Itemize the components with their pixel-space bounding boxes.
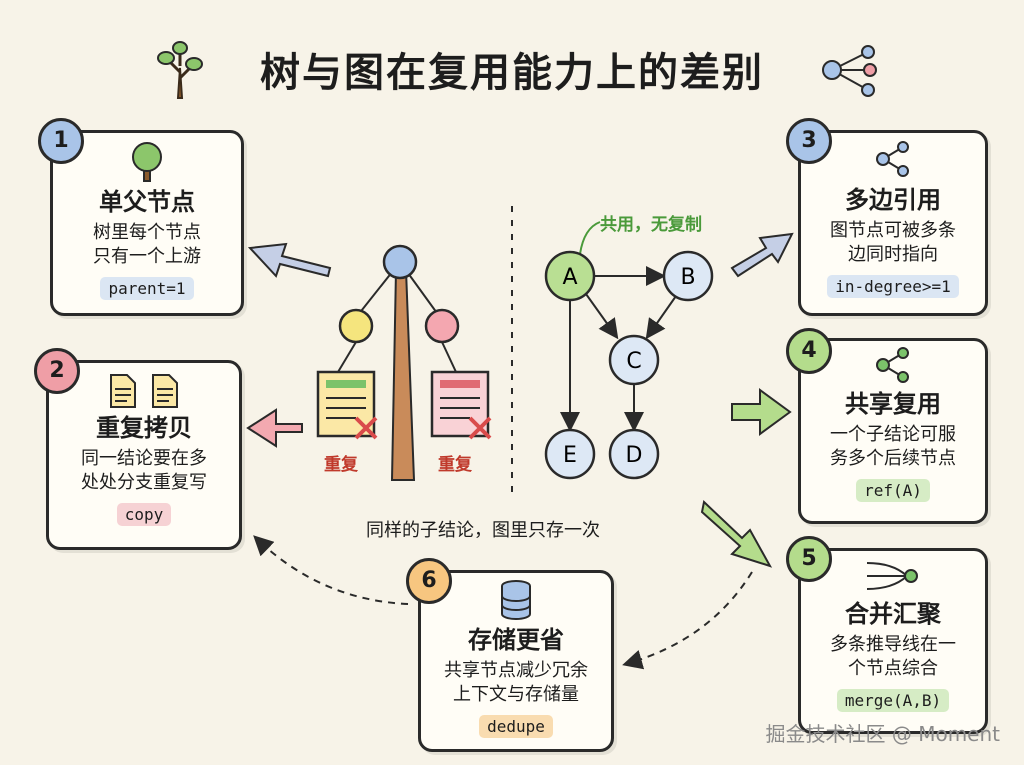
diagram-caption: 同样的子结论，图里只存一次 <box>366 520 600 541</box>
card-duplicate-copy: 重复拷贝 同一结论要在多 处处分支重复写 copy <box>46 360 242 550</box>
arrow-to-card-1 <box>247 242 332 278</box>
card-multi-edge: 多边引用 图节点可被多条 边同时指向 in-degree>=1 <box>798 130 988 316</box>
document-icon <box>151 374 178 408</box>
shared-label: 共用，无复制 <box>600 215 702 235</box>
card-line: 处处分支重复写 <box>81 472 207 493</box>
graph-node-c <box>608 334 660 386</box>
step-badge: 4 <box>786 328 832 374</box>
card-line: 树里每个节点 <box>93 222 201 243</box>
code-tag: copy <box>116 503 172 526</box>
card-title: 单父节点 <box>99 188 195 216</box>
graph-diagram: A B C E D <box>544 221 714 480</box>
code-tag: dedupe <box>479 715 553 738</box>
card-shared-reuse: 共享复用 一个子结论可服 务多个后续节点 ref(A) <box>798 338 988 524</box>
duplicate-doc-left <box>316 370 378 440</box>
card-title: 重复拷贝 <box>96 414 192 442</box>
card-line: 只有一个上游 <box>93 246 201 267</box>
card-title: 存储更省 <box>468 626 564 654</box>
arrow-to-card-2 <box>246 408 303 448</box>
tree-diagram <box>316 244 492 481</box>
graph-node-b-label: B <box>680 265 695 290</box>
card-title: 多边引用 <box>845 186 941 214</box>
arrow-to-card-4 <box>731 388 792 436</box>
card-line: 同一结论要在多 <box>81 448 207 469</box>
code-tag: in-degree>=1 <box>827 275 959 298</box>
share-icon <box>876 347 909 383</box>
graph-node-e <box>544 428 596 480</box>
dashed-arrow-to-card-2 <box>253 535 409 605</box>
dashed-arrow-to-card-6 <box>622 571 753 670</box>
graph-node-a-label: A <box>562 265 577 290</box>
duplicate-doc-right <box>430 370 492 440</box>
card-line: 共享节点减少冗余 <box>444 660 588 681</box>
branch-icon <box>876 141 909 177</box>
step-badge: 6 <box>406 558 452 604</box>
arrow-to-card-5 <box>700 500 773 568</box>
tree-icon <box>132 142 162 182</box>
graph-node-d-label: D <box>626 443 643 468</box>
merge-icon <box>866 562 918 590</box>
watermark: 掘金技术社区 @ Moment <box>765 722 1000 746</box>
network-icon <box>822 45 877 97</box>
card-line: 个节点综合 <box>848 658 938 679</box>
code-tag: ref(A) <box>856 479 930 502</box>
card-title: 共享复用 <box>845 390 941 418</box>
document-icon <box>110 374 137 408</box>
graph-node-b <box>662 250 714 302</box>
card-line: 图节点可被多条 <box>830 220 956 241</box>
tree-icon <box>157 41 203 99</box>
card-line: 一个子结论可服 <box>830 424 956 445</box>
database-icon <box>501 580 531 620</box>
tree-left-node <box>338 308 374 344</box>
duplicate-label-right: 重复 <box>438 455 472 475</box>
graph-node-e-label: E <box>563 443 577 468</box>
step-badge: 5 <box>786 536 832 582</box>
arrow-to-card-3 <box>730 232 794 278</box>
step-badge: 3 <box>786 118 832 164</box>
duplicate-label-left: 重复 <box>324 455 358 475</box>
graph-node-a <box>544 250 596 302</box>
code-tag: parent=1 <box>100 277 194 300</box>
tree-right-node <box>424 308 460 344</box>
card-storage-saving: 存储更省 共享节点减少冗余 上下文与存储量 dedupe <box>418 570 614 752</box>
card-line: 上下文与存储量 <box>453 684 579 705</box>
code-tag: merge(A,B) <box>836 689 950 712</box>
graph-node-c-label: C <box>626 349 641 374</box>
graph-node-d <box>608 428 660 480</box>
card-line: 多条推导线在一 <box>830 634 956 655</box>
step-badge: 2 <box>34 348 80 394</box>
page-title: 树与图在复用能力上的差别 <box>260 50 764 96</box>
card-title: 合并汇聚 <box>845 600 941 628</box>
step-badge: 1 <box>38 118 84 164</box>
tree-root-node <box>382 244 418 280</box>
card-line: 边同时指向 <box>848 244 938 265</box>
card-single-parent: 单父节点 树里每个节点 只有一个上游 parent=1 <box>50 130 244 316</box>
card-merge: 合并汇聚 多条推导线在一 个节点综合 merge(A,B) <box>798 548 988 734</box>
card-line: 务多个后续节点 <box>830 448 956 469</box>
